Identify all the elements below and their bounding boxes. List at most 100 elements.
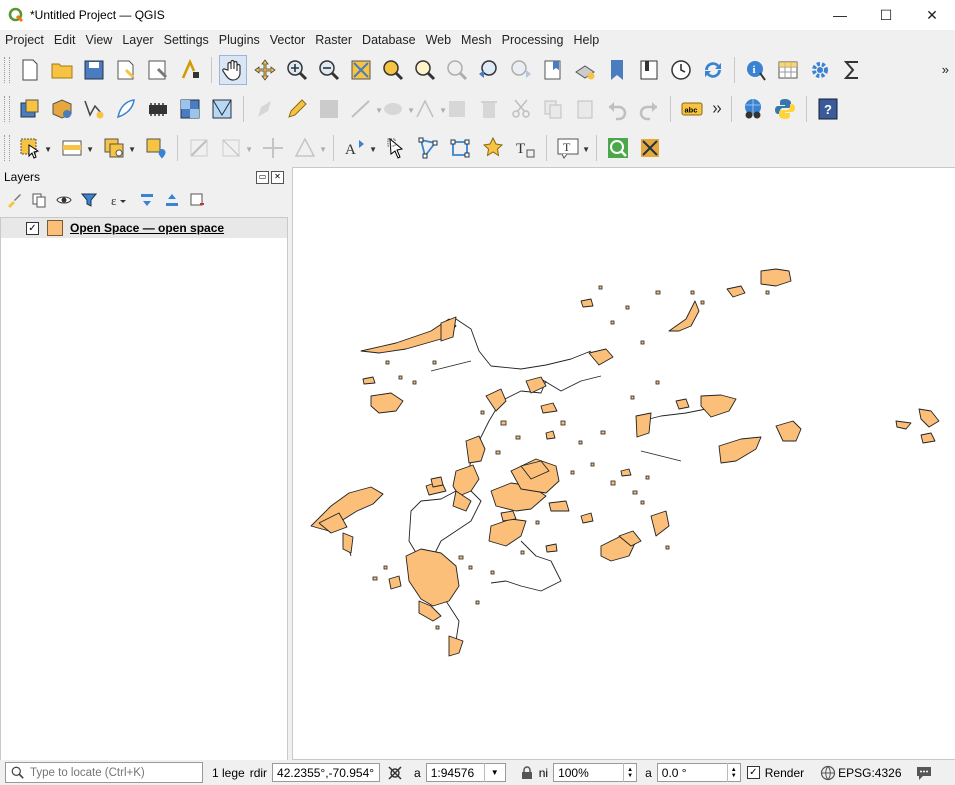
add-line-feature-button[interactable]: ▼ [347,94,383,124]
zoom-selection-button[interactable] [379,55,407,85]
label-tool-button[interactable]: A▼ [341,133,377,163]
open-attribute-table-button[interactable] [774,55,802,85]
menu-mesh[interactable]: Mesh [461,33,492,47]
undo-button[interactable] [603,94,631,124]
identify-cursor-button[interactable] [383,133,411,163]
remove-layer-button[interactable] [187,190,207,210]
digitize-tool-3-button[interactable] [259,133,287,163]
show-bookmarks-button[interactable] [603,55,631,85]
panel-close-button[interactable]: ✕ [271,170,284,184]
add-star-button[interactable] [479,133,507,163]
select-by-location-button[interactable] [142,133,170,163]
menu-layer[interactable]: Layer [122,33,154,47]
show-spatial-bookmarks-button[interactable] [635,55,663,85]
maximize-button[interactable]: ☐ [879,6,893,23]
scale-combo[interactable]: 1:94576▼ [425,763,506,782]
menu-help[interactable]: Help [573,33,600,47]
vertex-editor-button[interactable] [415,133,443,163]
modify-attributes-button[interactable] [443,94,471,124]
minimize-button[interactable]: — [833,7,847,23]
paste-features-button[interactable] [571,94,599,124]
toolbar-grip[interactable] [4,134,10,161]
layer-item-open-space[interactable]: ✓ Open Space — open space [1,218,287,238]
menu-database[interactable]: Database [362,33,416,47]
menu-raster[interactable]: Raster [315,33,353,47]
crs-button[interactable]: EPSG:4326 [838,765,902,780]
expand-all-button[interactable] [137,190,157,210]
delete-selected-button[interactable] [475,94,503,124]
lock-icon[interactable] [520,765,534,780]
python-console-button[interactable] [771,94,799,124]
zoom-layer-button[interactable] [411,55,439,85]
mouse-extent-icon[interactable] [386,764,404,782]
zoom-full-button[interactable] [347,55,375,85]
search-feature-button[interactable] [604,133,632,163]
toolbar-overflow-button[interactable]: » [941,62,949,77]
menu-vector[interactable]: Vector [269,33,306,47]
open-project-button[interactable] [48,55,76,85]
pan-to-selection-button[interactable] [251,55,279,85]
toggle-editing-button[interactable] [283,94,311,124]
zoom-next-button[interactable] [507,55,535,85]
new-geopackage-layer-button[interactable] [48,94,76,124]
menu-web[interactable]: Web [425,33,452,47]
help-button[interactable]: ? [814,94,842,124]
refresh-button[interactable] [699,55,727,85]
statistical-summary-button[interactable] [838,55,866,85]
digitize-shape-button[interactable]: ▼ [379,94,415,124]
add-raster-layer-button[interactable] [176,94,204,124]
crs-globe-icon[interactable] [820,765,836,781]
temp-scratch-button[interactable] [571,55,599,85]
digitize-tool-4-button[interactable]: ▼ [291,133,327,163]
zoom-native-button[interactable] [443,55,471,85]
cut-features-button[interactable] [507,94,535,124]
collapse-all-button[interactable] [162,190,182,210]
panel-float-button[interactable]: ▭ [256,170,269,184]
deselect-features-button[interactable]: ▼ [100,133,136,163]
zoom-in-button[interactable] [283,55,311,85]
filter-expression-button[interactable]: ε [104,190,132,210]
add-text-button[interactable]: T [511,133,539,163]
manage-map-themes-button[interactable] [54,190,74,210]
save-project-button[interactable] [80,55,108,85]
new-spatialite-button[interactable] [112,94,140,124]
temporal-controller-button[interactable] [667,55,695,85]
locator-box[interactable] [5,762,203,783]
menu-settings[interactable]: Settings [163,33,209,47]
close-button[interactable]: ✕ [926,6,938,23]
menu-project[interactable]: Project [5,33,44,47]
vertex-tool-button[interactable]: ▼ [411,94,447,124]
spin-arrows-icon[interactable]: ▲▼ [726,763,740,782]
add-vector-layer-button[interactable] [80,94,108,124]
settings-button[interactable] [806,55,834,85]
redo-button[interactable] [635,94,663,124]
locator-input[interactable] [28,765,197,780]
spin-arrows-icon[interactable]: ▲▼ [623,763,636,782]
add-mesh-layer-button[interactable] [208,94,236,124]
copy-features-button[interactable] [539,94,567,124]
digitize-tool-2-button[interactable]: ▼ [217,133,253,163]
zoom-last-button[interactable] [475,55,503,85]
filter-legend-button[interactable] [79,190,99,210]
node-tool-button[interactable] [447,133,475,163]
render-checkbox[interactable]: ✓ [746,766,760,779]
print-layout-button[interactable] [144,55,172,85]
save-as-button[interactable] [112,55,140,85]
map-canvas[interactable] [292,167,955,760]
add-virtual-layer-button[interactable] [144,94,172,124]
metasearch-button[interactable] [739,94,767,124]
new-project-button[interactable] [16,55,44,85]
current-edits-button[interactable] [251,94,279,124]
new-bookmark-button[interactable] [539,55,567,85]
data-source-manager-button[interactable] [16,94,44,124]
menu-plugins[interactable]: Plugins [218,33,260,47]
layer-visibility-checkbox[interactable]: ✓ [26,221,39,235]
remove-labels-button[interactable] [636,133,664,163]
rotation-spinbox[interactable]: 0.0 °▲▼ [656,763,741,782]
select-by-value-button[interactable]: ▼ [58,133,94,163]
layer-labeling-button[interactable]: abc [678,94,706,124]
add-group-button[interactable] [29,190,49,210]
toolbar-overflow-button[interactable] [710,94,724,124]
magnifier-spinbox[interactable]: 100%▲▼ [553,763,638,782]
menu-edit[interactable]: Edit [53,33,76,47]
